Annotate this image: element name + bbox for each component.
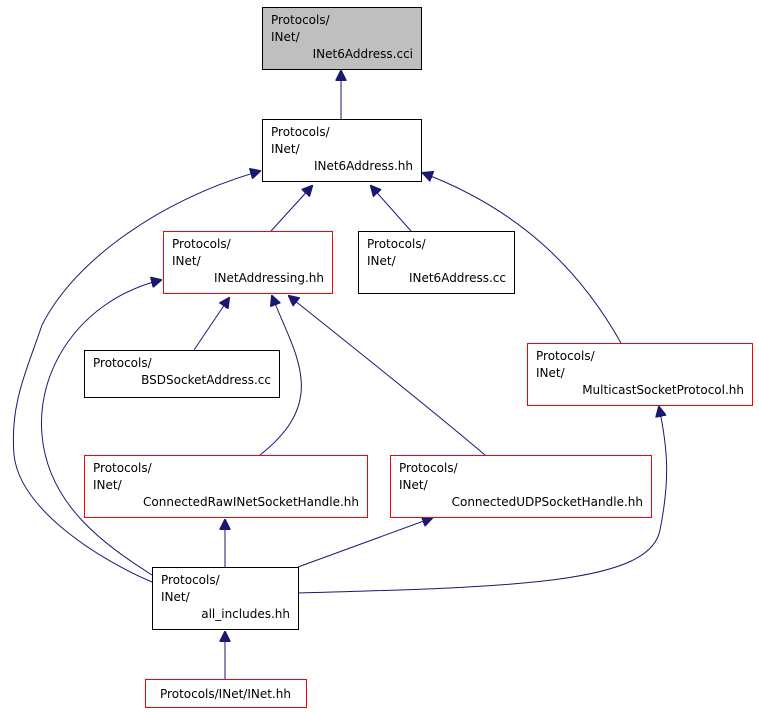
edge-all-includes-hh-to-multicastsocketprotocol-hh [297, 407, 668, 594]
node-inetaddressing-hh[interactable]: Protocols/INet/INetAddressing.hh [163, 231, 333, 294]
node-label-line: INet/ [399, 478, 429, 492]
node-label-line: INet/ [161, 590, 191, 604]
node-label-line: INet/ [271, 30, 301, 44]
node-box [390, 455, 652, 518]
node-label-line: INet6Address.hh [314, 159, 413, 173]
node-label-line: BSDSocketAddress.cc [141, 373, 271, 387]
node-box [262, 119, 422, 182]
node-label-line: MulticastSocketProtocol.hh [582, 383, 744, 397]
node-inet-hh[interactable]: Protocols/INet/INet.hh [145, 679, 307, 708]
node-label-line: Protocols/ [271, 125, 331, 139]
node-label-line: INetAddressing.hh [214, 271, 324, 285]
node-label-line: INet/ [93, 478, 123, 492]
edge-all-includes-hh-to-connectedudpsockethandle-hh [297, 518, 432, 568]
node-multicastsocketprotocol-hh[interactable]: Protocols/INet/MulticastSocketProtocol.h… [527, 343, 753, 406]
node-inet6address-cc[interactable]: Protocols/INet/INet6Address.cc [358, 231, 515, 294]
node-label-line: INet6Address.cci [313, 47, 413, 61]
node-box [163, 231, 333, 294]
node-label-line: Protocols/ [399, 461, 459, 475]
node-connectedudpsockethandle-hh[interactable]: Protocols/INet/ConnectedUDPSocketHandle.… [390, 455, 652, 518]
node-box [527, 343, 753, 406]
edge-connectedudpsockethandle-hh-to-inetaddressing-hh [289, 296, 486, 456]
node-label-line: Protocols/ [161, 573, 221, 587]
node-all-includes-hh[interactable]: Protocols/INet/all_includes.hh [152, 567, 299, 630]
node-connectedrawinetsockethandle-hh[interactable]: Protocols/INet/ConnectedRawINetSocketHan… [84, 455, 368, 518]
node-box [152, 567, 299, 630]
nodes: Protocols/INet/INet6Address.cciProtocols… [84, 7, 753, 708]
node-box [84, 455, 368, 518]
node-label-line: Protocols/ [536, 349, 596, 363]
edge-multicastsocketprotocol-hh-to-inet6address-hh [423, 173, 622, 344]
node-bsdsocketaddress-cc[interactable]: Protocols/BSDSocketAddress.cc [84, 350, 280, 398]
node-label-line: ConnectedUDPSocketHandle.hh [452, 495, 643, 509]
node-label-line: ConnectedRawINetSocketHandle.hh [143, 495, 359, 509]
node-box [358, 231, 515, 294]
edge-connectedrawinetsockethandle-hh-to-inetaddressing-hh [259, 296, 302, 456]
node-label-line: Protocols/ [93, 356, 153, 370]
node-label-line: Protocols/INet/INet.hh [160, 687, 291, 701]
node-label-line: INet6Address.cc [409, 271, 506, 285]
node-label-line: Protocols/ [172, 237, 232, 251]
edges [12, 71, 668, 679]
node-box [262, 7, 422, 70]
node-label-line: INet/ [271, 142, 301, 156]
node-label-line: INet/ [172, 254, 202, 268]
node-box [145, 679, 307, 708]
edge-inetaddressing-hh-to-inet6address-hh [270, 186, 312, 232]
edge-all-includes-hh-to-inetaddressing-hh [40, 280, 161, 576]
node-box [84, 350, 280, 398]
node-label-line: INet/ [367, 254, 397, 268]
node-label-line: Protocols/ [93, 461, 153, 475]
edge-bsdsocketaddress-cc-to-inetaddressing-hh [193, 298, 229, 351]
node-label-line: INet/ [536, 366, 566, 380]
node-label-line: Protocols/ [367, 237, 427, 251]
node-label-line: Protocols/ [271, 13, 331, 27]
edge-all-includes-hh-to-inet6address-hh [12, 171, 260, 583]
node-inet6address-hh[interactable]: Protocols/INet/INet6Address.hh [262, 119, 422, 182]
edge-inet6address-cc-to-inet6address-hh [371, 186, 412, 232]
node-label-line: all_includes.hh [201, 607, 290, 621]
node-inet6address-cci[interactable]: Protocols/INet/INet6Address.cci [262, 7, 422, 70]
